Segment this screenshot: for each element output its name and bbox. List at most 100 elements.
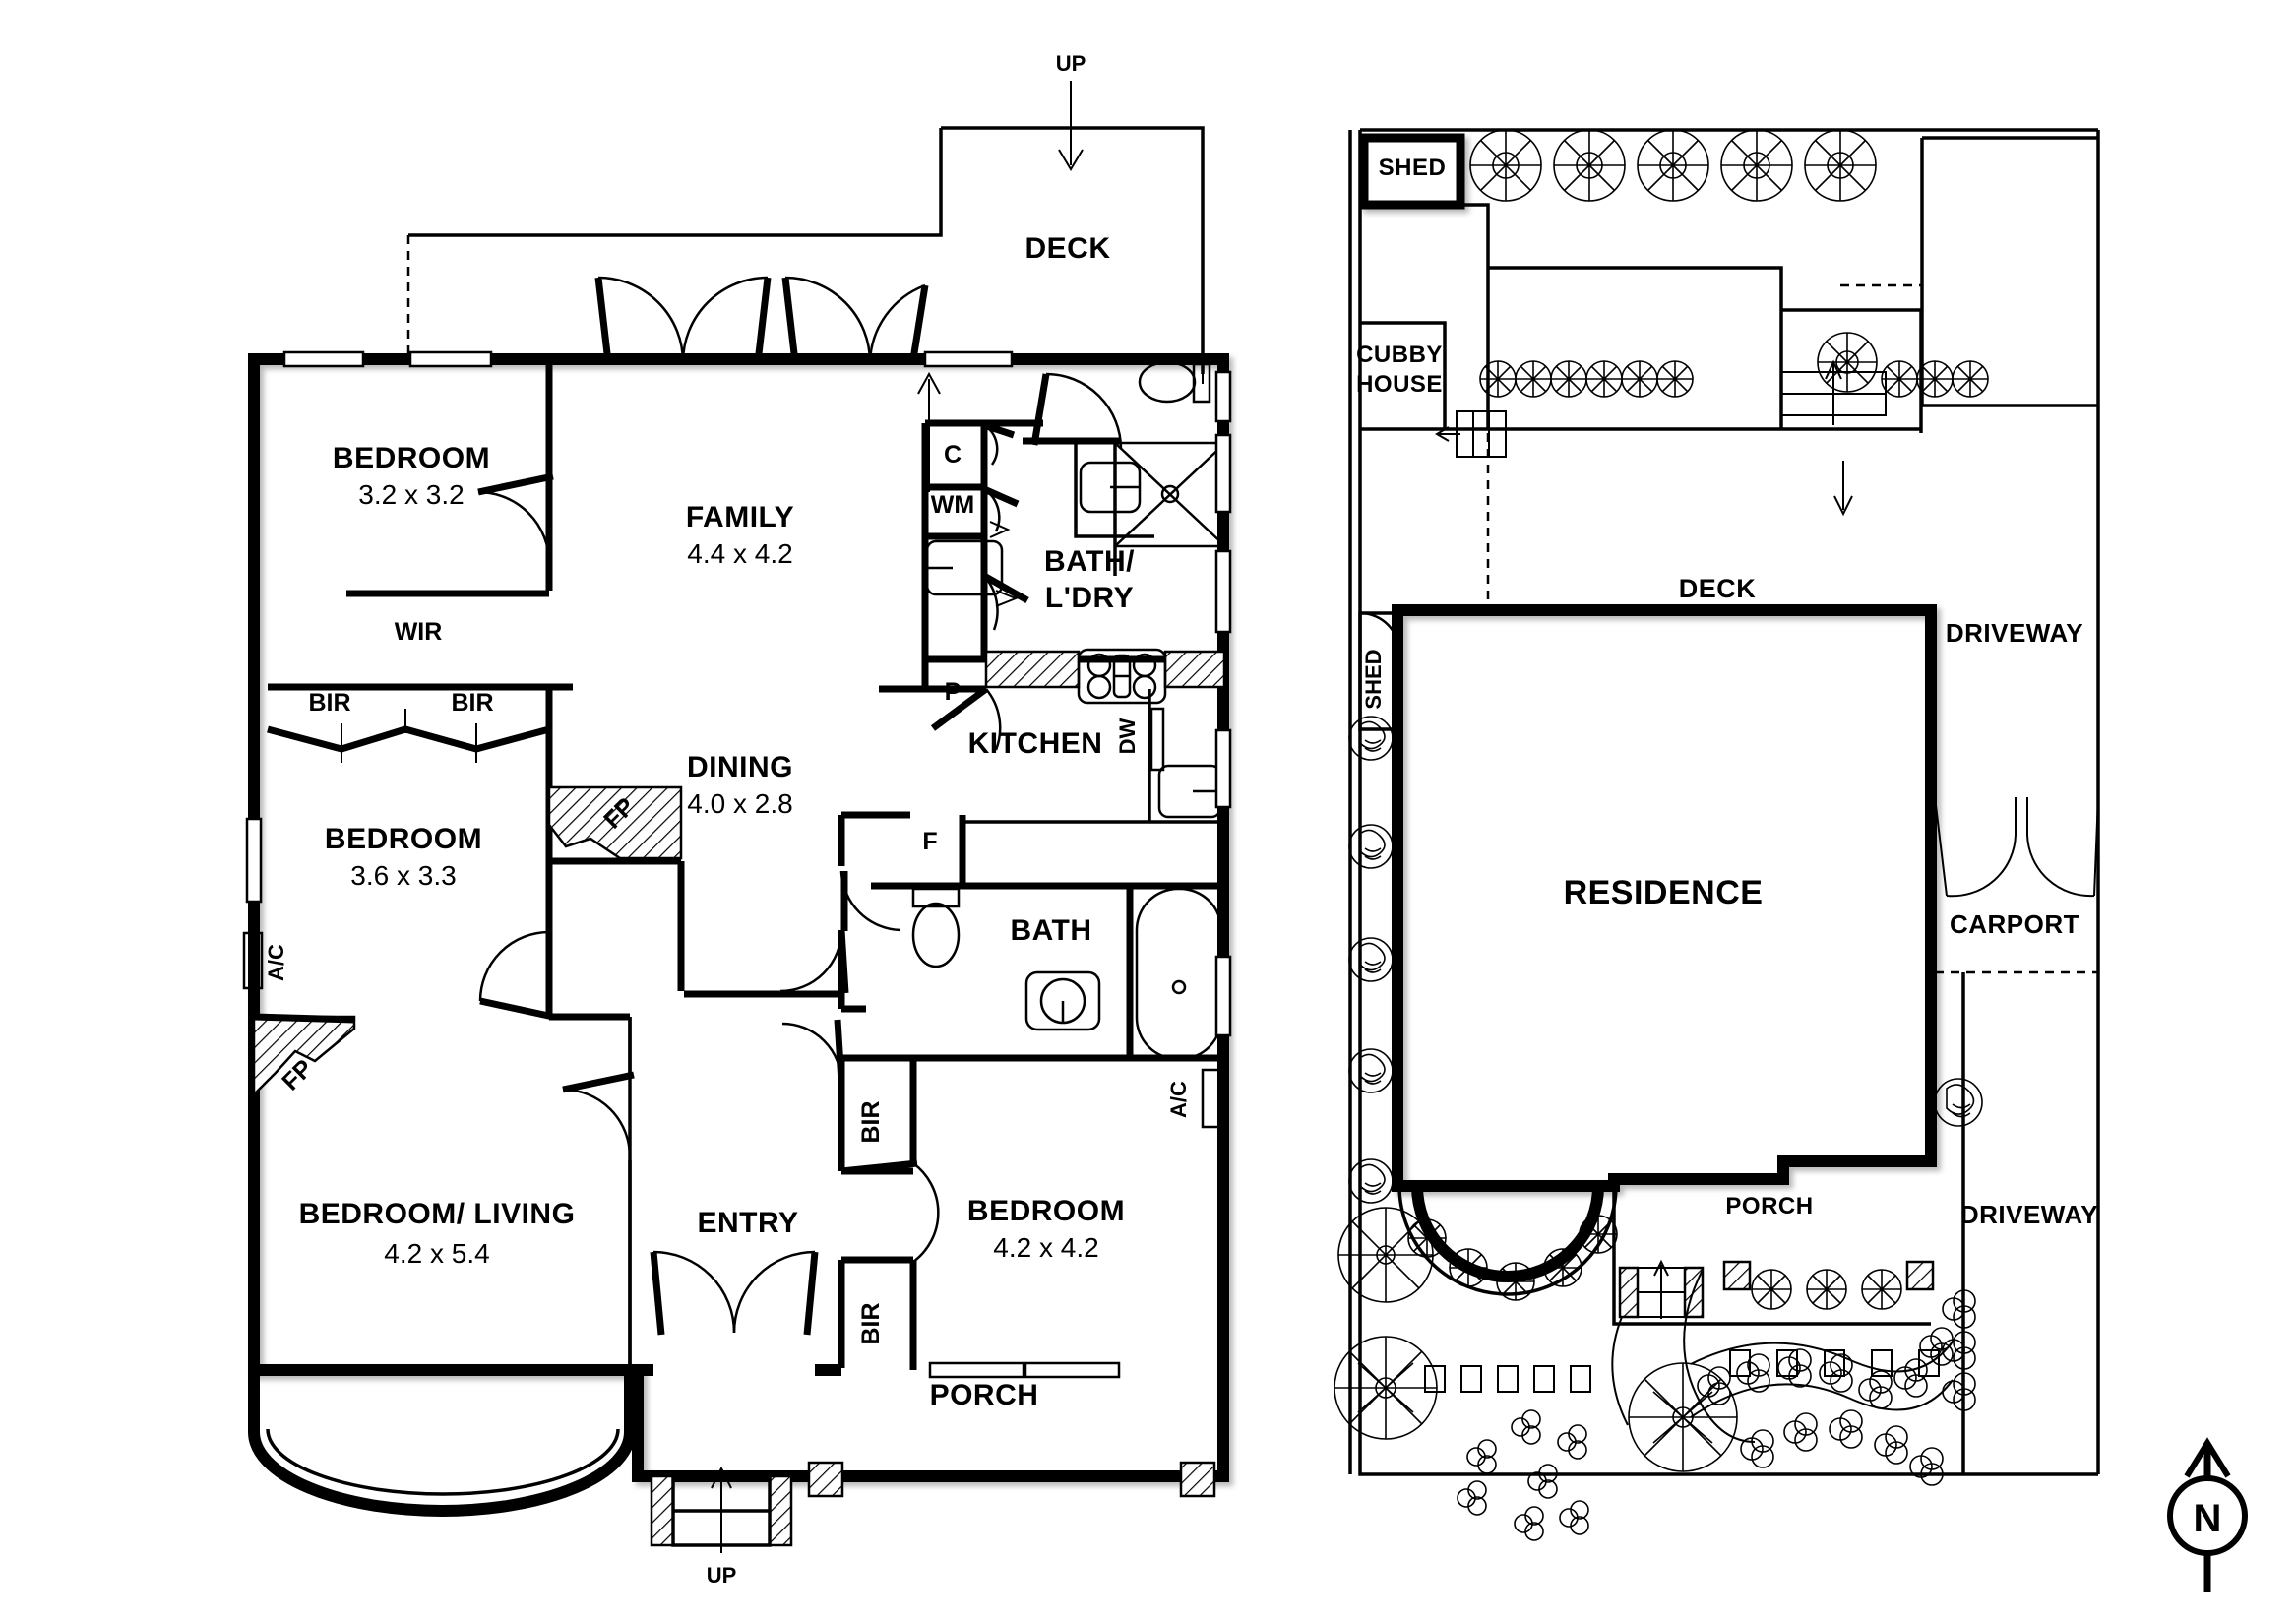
bir-bed4-top-label: BIR [857,1100,885,1143]
cubby-house-label-2: HOUSE [1356,371,1443,398]
window-bed2 [245,817,263,904]
driveway-top-label: DRIVEWAY [1946,618,2083,648]
living-name: BEDROOM/ LIVING [299,1198,576,1230]
ac-left-label: A/C [264,944,288,981]
entry-name: ENTRY [697,1207,798,1239]
window-kitchen [1214,728,1232,809]
bedroom4-name: BEDROOM [967,1195,1125,1227]
porch-floor: PORCH UP [638,1379,1223,1588]
garden-bed-porch [1751,1269,1902,1310]
fridge-label: F [922,828,937,855]
dishwasher-label: DW [1115,718,1140,754]
shed-top-label: SHED [1379,155,1447,181]
porch-name: PORCH [930,1379,1039,1411]
window-bed1-a [282,350,365,368]
living-dim: 4.2 x 5.4 [384,1238,489,1269]
bench-left [984,650,1081,689]
site-shed-side: SHED [1358,611,1401,731]
site-deck-label: DECK [1679,574,1757,603]
bedroom2-name: BEDROOM [325,823,482,855]
dishwasher-unit [1149,707,1165,772]
window-bed1-b [408,350,493,368]
window-bed4-b [1024,1361,1121,1379]
dining-room: DINING 4.0 x 2.8 [677,751,901,991]
ac-right-label: A/C [1166,1081,1191,1118]
wir-bir-group: WIR BIR BIR [267,618,573,763]
porch-post-left [807,1461,844,1498]
pantry-label: P [945,678,962,706]
bedroom-4: BEDROOM 4.2 x 4.2 BIR BIR A/C [838,1058,1224,1379]
site-plan-panel: SHED CUBBY HOUSE [1334,128,2100,1541]
curved-garden-border [1690,1289,1976,1486]
front-trees [1334,1207,1738,1472]
dining-name: DINING [687,751,793,783]
bir-bed4-bottom-label: BIR [857,1302,885,1344]
side-yard-outline [1920,138,2098,407]
basin-main [1024,970,1101,1031]
kitchen: KITCHEN DW F [871,689,1232,890]
shrub-row-left [1348,716,1983,1204]
toilet-main [911,887,961,968]
cupboard-label: C [944,441,962,468]
kitchen-bench-top [984,648,1226,705]
north-label: N [2194,1497,2222,1540]
rear-gate [1435,410,1507,458]
porch-post-right [1179,1461,1216,1498]
bay-window-bow [248,1370,636,1517]
toilet-ensuite [1138,360,1211,404]
hedge-rear-deck [1479,360,1989,398]
driveway-bottom-label: DRIVEWAY [1960,1200,2098,1229]
washing-machine-label: WM [931,491,974,519]
garden-bed-bay [1407,1215,1618,1301]
deck-up-arrow: UP [1056,51,1086,171]
bedroom-2: BEDROOM 3.6 x 3.3 A/C [242,687,630,1021]
window-bed4-a [928,1361,1025,1379]
bir-left-label: BIR [308,689,350,717]
main-bathroom: BATH [841,886,1232,1062]
bath-ldry-label-2: L'DRY [1045,582,1134,614]
family-dim: 4.4 x 4.2 [687,538,792,569]
windows-top [282,350,1014,368]
window-bath-a [1214,433,1232,514]
cubby-house-label-1: CUBBY [1356,342,1443,368]
porch-up-label: UP [707,1563,737,1588]
bench-right [1163,650,1226,689]
cubby-outline [1360,321,1447,429]
north-arrow: N [2167,1437,2248,1592]
deck-label: DECK [1024,232,1110,265]
pantry: P [879,659,1002,751]
front-path-steps [1611,1259,1756,1443]
paver-row-left [1424,1365,1591,1393]
dining-dim: 4.0 x 2.8 [687,788,792,819]
tree-row-rear [1469,129,1878,393]
carport-label: CARPORT [1950,909,2079,939]
bedroom-living: BEDROOM/ LIVING 4.2 x 5.4 [299,1017,635,1370]
cooktop [1077,648,1167,705]
bedroom1-dim: 3.2 x 3.2 [358,479,464,510]
window-family [923,350,1014,368]
deck-area: DECK UP [408,51,1205,384]
family-room: FAMILY 4.4 x 4.2 [594,276,941,569]
residence-label: RESIDENCE [1564,874,1764,911]
bedroom2-dim: 3.6 x 3.3 [350,860,456,891]
window-ensuite [1214,370,1232,423]
ac-unit-right [1201,1068,1224,1129]
bir-right-label: BIR [451,689,493,717]
bath-name: BATH [1010,914,1091,947]
ac-unit-left [242,931,264,990]
site-porch-label: PORCH [1725,1193,1813,1219]
rear-structure-outline [1360,203,1490,429]
kitchen-name: KITCHEN [968,727,1103,760]
fireplace-dining: FP [547,785,683,865]
wir-label: WIR [395,618,443,646]
bath-laundry: C WM BATH/ L'DRY [921,360,1232,663]
carport-arch [1934,796,2099,898]
family-stair-arrow-head [917,371,941,395]
bedroom-1: BEDROOM 3.2 x 3.2 [333,359,554,597]
site-porch: PORCH [1612,1179,1931,1326]
bath-ldry-label-1: BATH/ [1044,545,1135,578]
shed-side-label: SHED [1361,649,1386,709]
site-porch-post-a [1722,1260,1752,1291]
family-bifold-doors [594,276,929,363]
